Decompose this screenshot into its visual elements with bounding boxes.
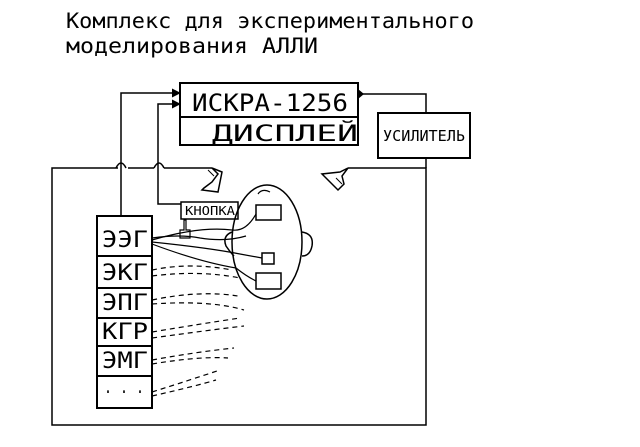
signal-label-kgr: КГР xyxy=(102,320,148,345)
amplifier-block xyxy=(377,112,471,159)
speaker-left-icon xyxy=(200,167,223,193)
recorder-to-computer-line xyxy=(120,88,181,216)
diagram-title-line2: моделирования АЛЛИ xyxy=(66,34,318,58)
amplifier-label: УСИЛИТЕЛЬ xyxy=(383,127,465,145)
head-sensor-top xyxy=(255,204,282,221)
signal-label-ecg: ЭКГ xyxy=(102,261,148,286)
signal-label-epg: ЭПГ xyxy=(102,291,148,316)
button-to-computer-line xyxy=(157,99,181,205)
signal-label-more: · · · xyxy=(104,382,144,403)
chamber-outline xyxy=(51,167,427,426)
computer-to-amplifier-line xyxy=(358,93,427,113)
head-sensor-middle xyxy=(261,252,275,265)
line-crossing-hop-2 xyxy=(153,162,165,169)
recorder-block xyxy=(96,215,153,409)
button-label: КНОПКА xyxy=(185,204,236,218)
signal-label-emg: ЭМГ xyxy=(102,349,148,374)
display-label: ДИСПЛЕЙ xyxy=(212,121,358,147)
speaker-right-icon xyxy=(320,167,349,192)
head-icon xyxy=(224,184,314,300)
electrode-wires xyxy=(151,213,263,282)
signal-label-eeg: ЭЭГ xyxy=(102,228,148,253)
head-sensor-bottom xyxy=(255,272,282,290)
sensor-lead-lines xyxy=(151,265,245,397)
diagram-title-line1: Комплекс для экспериментального xyxy=(66,9,474,33)
computer-label: ИСКРА-1256 xyxy=(192,89,348,117)
hand-pointer-icon xyxy=(179,219,191,239)
computer-block xyxy=(179,82,359,146)
computer-output-arrow xyxy=(358,89,364,99)
